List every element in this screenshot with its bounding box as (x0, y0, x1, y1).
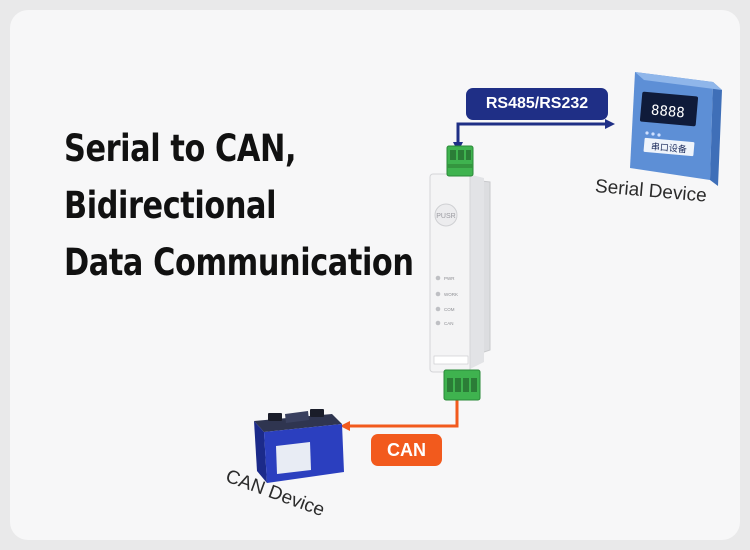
product-illustration: PUSR PWR WORK COM CAN (254, 72, 722, 483)
brand-badge-text: PUSR (436, 213, 455, 220)
top-terminal-block (446, 145, 474, 177)
led-work-icon (435, 291, 441, 297)
headline-line-1: Serial to CAN, (64, 127, 297, 170)
arrow-left-icon (340, 421, 350, 431)
serial-connection-arrow (453, 119, 615, 152)
converter-module: PUSR PWR WORK COM CAN (429, 145, 491, 401)
serial-meter-icon: 8888 串口设备 (639, 91, 699, 157)
led-label-work: WORK (444, 292, 458, 297)
led-label-pwr: PWR (444, 276, 455, 281)
serial-device: 8888 串口设备 (630, 72, 722, 186)
product-card: Serial to CAN, Bidirectional Data Commun… (10, 10, 740, 540)
headline-line-3: Data Communication (64, 241, 414, 284)
rs-protocol-badge: RS485/RS232 (466, 88, 608, 120)
can-device (254, 409, 344, 483)
serial-display-text: 8888 (650, 103, 685, 122)
brand-badge-icon (434, 203, 458, 227)
indicator-leds: PWR WORK COM CAN (435, 275, 458, 326)
led-pwr-icon (435, 275, 441, 281)
led-label-can: CAN (444, 321, 454, 326)
battery-icon (254, 409, 344, 483)
led-com-icon (435, 306, 441, 312)
arrow-right-icon (605, 119, 615, 129)
can-protocol-badge: CAN (371, 434, 442, 466)
led-label-com: COM (444, 307, 455, 312)
led-can-icon (435, 320, 441, 326)
bottom-terminal-block (443, 369, 481, 401)
headline-line-2: Bidirectional (64, 184, 277, 227)
headline: Serial to CAN, Bidirectional Data Commun… (64, 120, 414, 291)
serial-badge-text: 串口设备 (650, 140, 687, 155)
